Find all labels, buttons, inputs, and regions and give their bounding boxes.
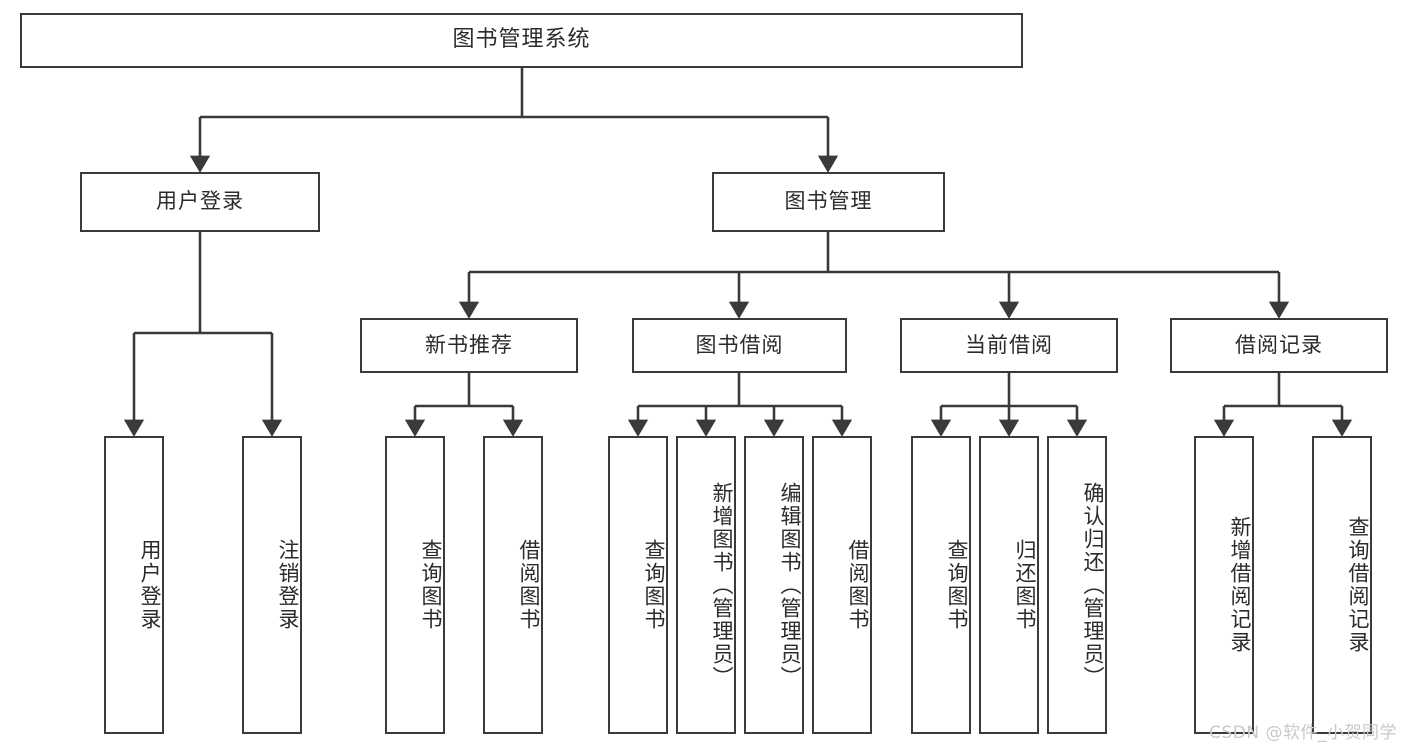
node-label: 图书管理系统	[452, 27, 591, 53]
node-label: 查询借阅记录	[1346, 516, 1370, 654]
node-label: 归还图书	[1013, 539, 1037, 631]
node-user-login[interactable]: 用户登录	[80, 172, 320, 232]
node-label: 借阅图书	[846, 539, 870, 631]
node-leaf-query-record[interactable]: 查询借阅记录	[1312, 436, 1372, 734]
node-label: 借阅记录	[1235, 332, 1323, 357]
csdn-watermark: CSDN @软件_小贺同学	[1209, 723, 1397, 743]
node-book-borrow[interactable]: 图书借阅	[632, 318, 847, 373]
node-leaf-user-login[interactable]: 用户登录	[104, 436, 164, 734]
node-label: 注销登录	[276, 539, 300, 631]
node-root-system[interactable]: 图书管理系统	[20, 13, 1023, 68]
node-leaf-borrow-book-1[interactable]: 借阅图书	[483, 436, 543, 734]
node-label: 查询图书	[642, 539, 666, 631]
node-label: 新增图书（管理员）	[710, 481, 734, 689]
node-label: 图书借阅	[695, 332, 784, 357]
node-label: 新增借阅记录	[1228, 516, 1252, 654]
node-label: 编辑图书（管理员）	[778, 481, 802, 689]
node-leaf-query-book-2[interactable]: 查询图书	[608, 436, 668, 734]
node-leaf-add-record[interactable]: 新增借阅记录	[1194, 436, 1254, 734]
node-label: 用户登录	[138, 539, 162, 631]
node-label: 当前借阅	[965, 332, 1053, 357]
node-borrow-record[interactable]: 借阅记录	[1170, 318, 1388, 373]
node-label: 图书管理	[784, 189, 873, 214]
node-leaf-user-logout[interactable]: 注销登录	[242, 436, 302, 734]
node-label: 查询图书	[945, 539, 969, 631]
node-book-manage[interactable]: 图书管理	[712, 172, 945, 232]
node-label: 用户登录	[156, 189, 244, 214]
node-current-borrow[interactable]: 当前借阅	[900, 318, 1118, 373]
node-label: 借阅图书	[517, 539, 541, 631]
node-leaf-edit-book[interactable]: 编辑图书（管理员）	[744, 436, 804, 734]
node-leaf-confirm-return[interactable]: 确认归还（管理员）	[1047, 436, 1107, 734]
node-label: 查询图书	[419, 539, 443, 631]
node-label: 新书推荐	[425, 332, 513, 357]
node-leaf-query-book-3[interactable]: 查询图书	[911, 436, 971, 734]
node-label: 确认归还（管理员）	[1081, 481, 1105, 689]
node-leaf-borrow-book-2[interactable]: 借阅图书	[812, 436, 872, 734]
node-leaf-return-book[interactable]: 归还图书	[979, 436, 1039, 734]
node-leaf-add-book[interactable]: 新增图书（管理员）	[676, 436, 736, 734]
node-leaf-query-book-1[interactable]: 查询图书	[385, 436, 445, 734]
node-new-book-recommend[interactable]: 新书推荐	[360, 318, 578, 373]
